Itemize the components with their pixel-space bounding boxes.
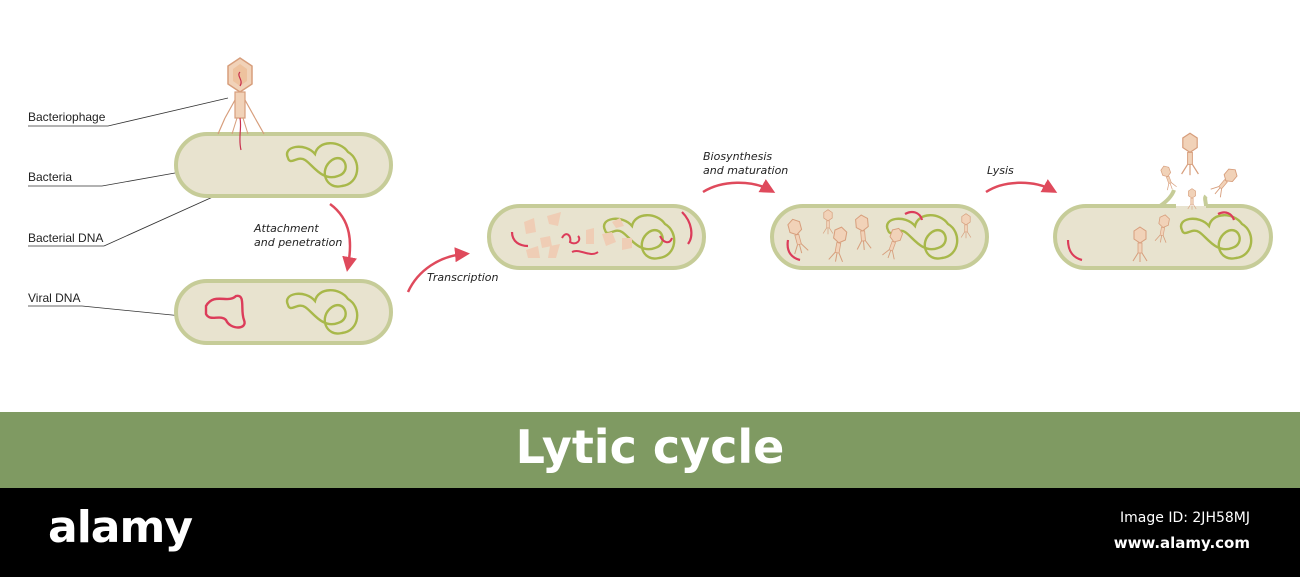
label-bacteria: Bacteria: [28, 170, 73, 184]
step-biosynthesis: Biosynthesis and maturation: [703, 150, 788, 178]
step-biosynthesis-line2: and maturation: [703, 164, 789, 177]
bacterium-cell-3: [487, 204, 706, 270]
step-lysis: Lysis: [987, 164, 1014, 177]
arrow-biosynthesis: [702, 179, 776, 194]
label-bacterial-dna: Bacterial DNA: [28, 231, 104, 245]
arrow-attachment: [329, 202, 357, 272]
step-transcription: Transcription: [427, 271, 499, 284]
bacterium-cell-1: [174, 132, 393, 198]
footer-bar: alamy Image ID: 2JH58MJ www.alamy.com: [0, 488, 1300, 577]
bacterium-cell-4: [770, 204, 989, 270]
site-url: www.alamy.com: [1113, 534, 1250, 552]
step-attachment-line1: Attachment: [254, 222, 319, 235]
step-attachment-line2: and penetration: [254, 236, 343, 249]
label-bacteriophage: Bacteriophage: [28, 110, 106, 124]
bacterium-cell-2: [174, 279, 393, 345]
arrow-transcription: [406, 247, 470, 293]
alamy-logo: alamy: [48, 502, 193, 553]
bacteriophage-icon: [217, 57, 265, 151]
label-viral-dna: Viral DNA: [28, 291, 81, 305]
bacterium-cell-5: [1053, 132, 1273, 270]
diagram-title: Lytic cycle: [515, 420, 785, 474]
image-id-text: Image ID: 2JH58MJ: [1120, 510, 1250, 526]
lytic-cycle-diagram: [28, 57, 1273, 345]
step-attachment: Attachment and penetration: [254, 222, 342, 250]
viral-dna-loop: [204, 294, 246, 329]
arrow-lysis: [985, 179, 1058, 194]
title-band: Lytic cycle: [0, 412, 1300, 488]
step-biosynthesis-line1: Biosynthesis: [703, 150, 773, 163]
